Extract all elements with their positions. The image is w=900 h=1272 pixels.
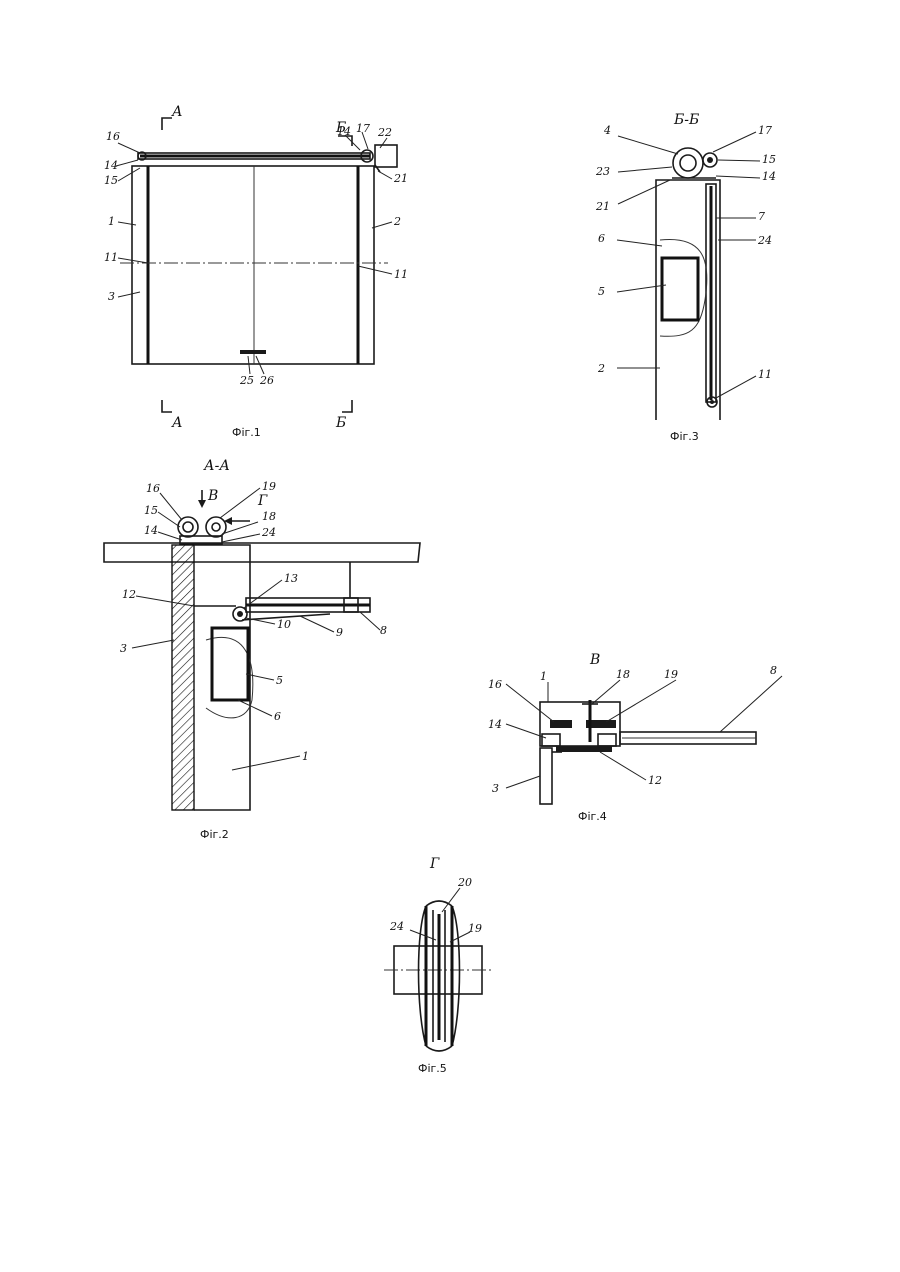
fig2-label-8: 3 <box>120 642 127 655</box>
fig5-label-1: 24 <box>389 920 404 933</box>
fig2-label-7: 13 <box>284 572 298 585</box>
fig1-label-0: 16 <box>106 130 120 143</box>
cutout-outline <box>660 239 707 336</box>
base-plate-12 <box>556 746 612 752</box>
fig2-caption: Фіг.2 <box>200 828 229 841</box>
fig2-label-2: 15 <box>144 504 158 517</box>
drive-box-edge <box>375 165 380 172</box>
fig4-title: В <box>589 652 600 668</box>
fig2-label-10: 9 <box>336 626 343 639</box>
fig2-label-0: 16 <box>146 482 160 495</box>
fig4-label-1: 1 <box>540 670 547 683</box>
figure-1: А А Б Б <box>104 104 408 439</box>
fig4-wall <box>540 748 552 804</box>
fig2-label-1: 19 <box>262 480 276 493</box>
fig5-label-2: 19 <box>468 922 482 935</box>
fig3-label-10: 24 <box>757 234 772 247</box>
ceiling-beam <box>104 543 420 562</box>
pivot-13-hub <box>237 611 243 617</box>
view-mark-b: В <box>207 488 218 504</box>
fig4-label-7: 12 <box>648 774 662 787</box>
section-mark-a-top-text: А <box>171 104 183 120</box>
bottom-handle <box>240 350 266 354</box>
drive-box <box>375 145 397 167</box>
fig1-label-10: 2 <box>393 215 401 228</box>
fig2-label-14: 1 <box>302 750 309 763</box>
section-mark-a-top: А <box>162 104 183 130</box>
fig3-label-1: 23 <box>595 165 610 178</box>
fig3-label-5: 2 <box>597 362 605 375</box>
fig1-label-11: 11 <box>394 268 408 281</box>
fig2-label-12: 5 <box>276 674 283 687</box>
fig4-label-5: 14 <box>488 718 502 731</box>
fig3-label-7: 15 <box>762 153 776 166</box>
fig3-label-0: 4 <box>603 124 611 137</box>
figure-5: Г 20 24 19 Фіг.5 <box>384 856 492 1075</box>
roller-16 <box>178 517 198 537</box>
fig4-label-2: 18 <box>616 668 630 681</box>
main-pulley-outer <box>673 148 703 178</box>
figure-4: В 16 1 18 19 8 14 3 <box>488 652 782 823</box>
main-pulley-inner <box>680 155 696 171</box>
fig1-label-3: 1 <box>108 215 115 228</box>
fig5-title: Г <box>429 856 440 872</box>
section-mark-a-bottom-text: А <box>171 415 183 431</box>
section-mark-b-bottom: Б <box>335 400 352 431</box>
fig1-caption: Фіг.1 <box>232 426 261 439</box>
fig3-label-3: 6 <box>598 232 605 245</box>
fig3-label-6: 17 <box>758 124 772 137</box>
figure-2: А-А В Г <box>104 458 420 841</box>
pulley-bottom-arc <box>426 1046 452 1051</box>
fig4-label-4: 8 <box>770 664 777 677</box>
fig4-label-0: 16 <box>488 678 502 691</box>
fig3-label-9: 7 <box>758 210 765 223</box>
view-mark-g: Г <box>257 493 268 509</box>
fig3-leaders <box>617 132 760 398</box>
fig5-label-0: 20 <box>457 876 472 889</box>
fig2-label-9: 10 <box>277 618 291 631</box>
fig1-label-13: 26 <box>259 374 274 387</box>
fig3-caption: Фіг.3 <box>670 430 699 443</box>
fig1-label-9: 21 <box>393 172 408 185</box>
fig1-label-8: 22 <box>377 126 392 139</box>
fig4-caption: Фіг.4 <box>578 810 607 823</box>
fig3-label-4: 5 <box>598 285 605 298</box>
section-mark-a-bottom: А <box>162 400 183 431</box>
fig2-label-6: 12 <box>122 588 136 601</box>
section-mark-b-bottom-text: Б <box>335 415 346 431</box>
roller-16-inner <box>183 522 193 532</box>
figure-3: Б-Б 4 23 <box>595 112 776 443</box>
fig1-label-2: 15 <box>104 174 118 187</box>
fig2-label-5: 24 <box>261 526 276 539</box>
block-14 <box>542 734 560 746</box>
fig3-title: Б-Б <box>673 112 699 128</box>
fig1-label-1: 14 <box>104 159 118 172</box>
fig1-label-7: 17 <box>356 122 370 135</box>
fig4-label-3: 19 <box>664 668 678 681</box>
fig1-label-4: 11 <box>104 251 118 264</box>
display-panel <box>662 258 698 320</box>
cabinet-body <box>132 166 374 364</box>
fig1-label-12: 25 <box>239 374 254 387</box>
bottom-roller-hub <box>710 400 714 404</box>
fig2-title: А-А <box>203 458 230 474</box>
fig1-label-5: 3 <box>108 290 115 303</box>
fig3-label-2: 21 <box>595 200 610 213</box>
fig5-caption: Фіг.5 <box>418 1062 447 1075</box>
hatched-wall <box>172 545 194 810</box>
fig2-label-11: 8 <box>380 624 387 637</box>
view-arrow-b-head <box>198 500 206 508</box>
block-right <box>598 734 616 746</box>
fig2-label-4: 14 <box>144 524 158 537</box>
fig4-label-6: 3 <box>492 782 499 795</box>
fig1-label-6: 14 <box>337 125 351 138</box>
fig3-label-11: 11 <box>758 368 772 381</box>
roller-19-inner <box>212 523 220 531</box>
small-pulley-hub <box>707 157 713 163</box>
fig2-label-3: 18 <box>262 510 276 523</box>
fig2-label-13: 6 <box>274 710 281 723</box>
fig3-label-8: 14 <box>762 170 776 183</box>
door-body <box>194 545 250 810</box>
